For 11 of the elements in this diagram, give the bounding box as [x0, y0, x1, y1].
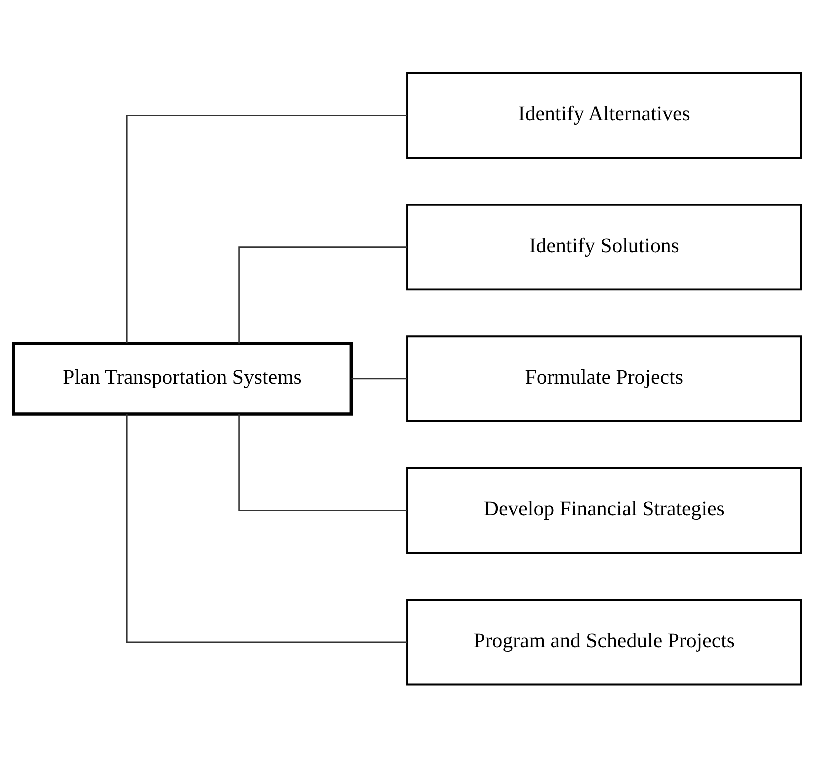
- node-box: Develop Financial Strategies: [406, 466, 802, 554]
- node-box: Identify Alternatives: [406, 72, 802, 158]
- node-box: Identify Solutions: [406, 203, 802, 290]
- connector: [238, 246, 408, 344]
- connector: [352, 378, 408, 380]
- connector: [238, 414, 408, 511]
- connector: [126, 414, 408, 643]
- connector: [126, 114, 408, 343]
- node-box: Plan Transportation Systems: [12, 342, 354, 416]
- node-box: Program and Schedule Projects: [406, 598, 802, 686]
- node-box: Formulate Projects: [406, 335, 802, 422]
